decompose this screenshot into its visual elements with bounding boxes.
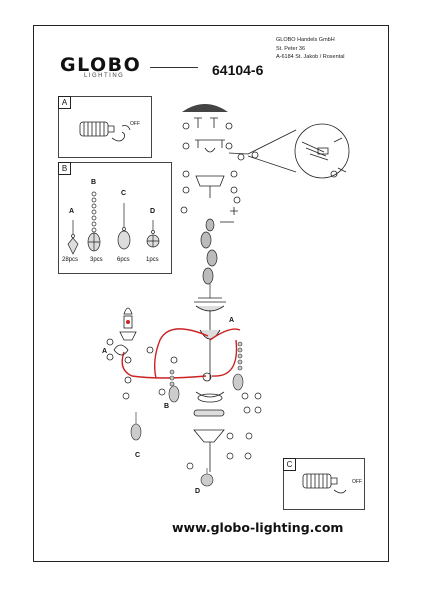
- mounting-bracket: [195, 139, 225, 153]
- panel-c-bulb-icon: [302, 473, 347, 494]
- crystal-b-icon: [87, 191, 101, 252]
- address-line-3: A-6184 St. Jakob / Rosental: [276, 54, 345, 60]
- crystal-d-letter: D: [150, 208, 156, 215]
- crystal-c-letter: C: [121, 190, 127, 197]
- panel-b-box: [58, 162, 172, 274]
- callout-markers: [122, 388, 262, 470]
- address-line-1: GLOBO Handels GmbH: [276, 37, 335, 43]
- crystal-b-qty: 3pcs: [90, 257, 103, 263]
- crystal-a-icon: [67, 220, 79, 255]
- model-number: 64104-6: [212, 62, 264, 78]
- crystal-a-qty: 28pcs: [62, 257, 79, 263]
- ceiling-dome: [182, 104, 228, 112]
- callout-c: C: [135, 452, 141, 459]
- panel-a-bulb-icon: [79, 121, 131, 142]
- fixing-screws: [182, 117, 233, 150]
- panel-b-label: B: [58, 162, 71, 175]
- panel-c-label: C: [283, 458, 296, 471]
- crystal-d-qty: 1pcs: [146, 257, 159, 263]
- callout-d: D: [195, 488, 201, 495]
- crystal-d-icon: [146, 220, 160, 248]
- crystal-a-letter: A: [69, 208, 75, 215]
- page-frame: [33, 25, 389, 562]
- panel-a-label: A: [58, 96, 71, 109]
- panel-a-switch-text: OFF: [130, 121, 140, 127]
- crystal-c-icon: [117, 203, 131, 250]
- callout-b: B: [164, 403, 170, 410]
- callout-a-right: A: [229, 317, 235, 324]
- panel-c-box: [283, 458, 365, 510]
- company-address: GLOBO Handels GmbH St. Peter 36 A-6184 S…: [276, 36, 344, 62]
- crystal-b-letter: B: [91, 179, 97, 186]
- candle-cups: [106, 307, 178, 384]
- website-url: www.globo-lighting.com: [172, 520, 344, 535]
- brand-divider: [150, 67, 198, 68]
- address-line-2: St. Peter 36: [276, 45, 306, 52]
- chandelier-arms: [121, 328, 241, 379]
- crystal-c-qty: 6pcs: [117, 257, 130, 263]
- panel-a-box: [58, 96, 152, 158]
- wiring-detail: [228, 123, 350, 179]
- panel-c-switch-text: OFF: [352, 479, 362, 485]
- stem-chain: [200, 218, 218, 298]
- crystal-strands: [130, 341, 244, 487]
- chandelier-body: [193, 297, 226, 472]
- canopy: [180, 170, 241, 223]
- brand-logo: GLOBO: [60, 54, 142, 76]
- callout-a-left: A: [102, 348, 108, 355]
- brand-subtitle: LIGHTING: [84, 73, 125, 79]
